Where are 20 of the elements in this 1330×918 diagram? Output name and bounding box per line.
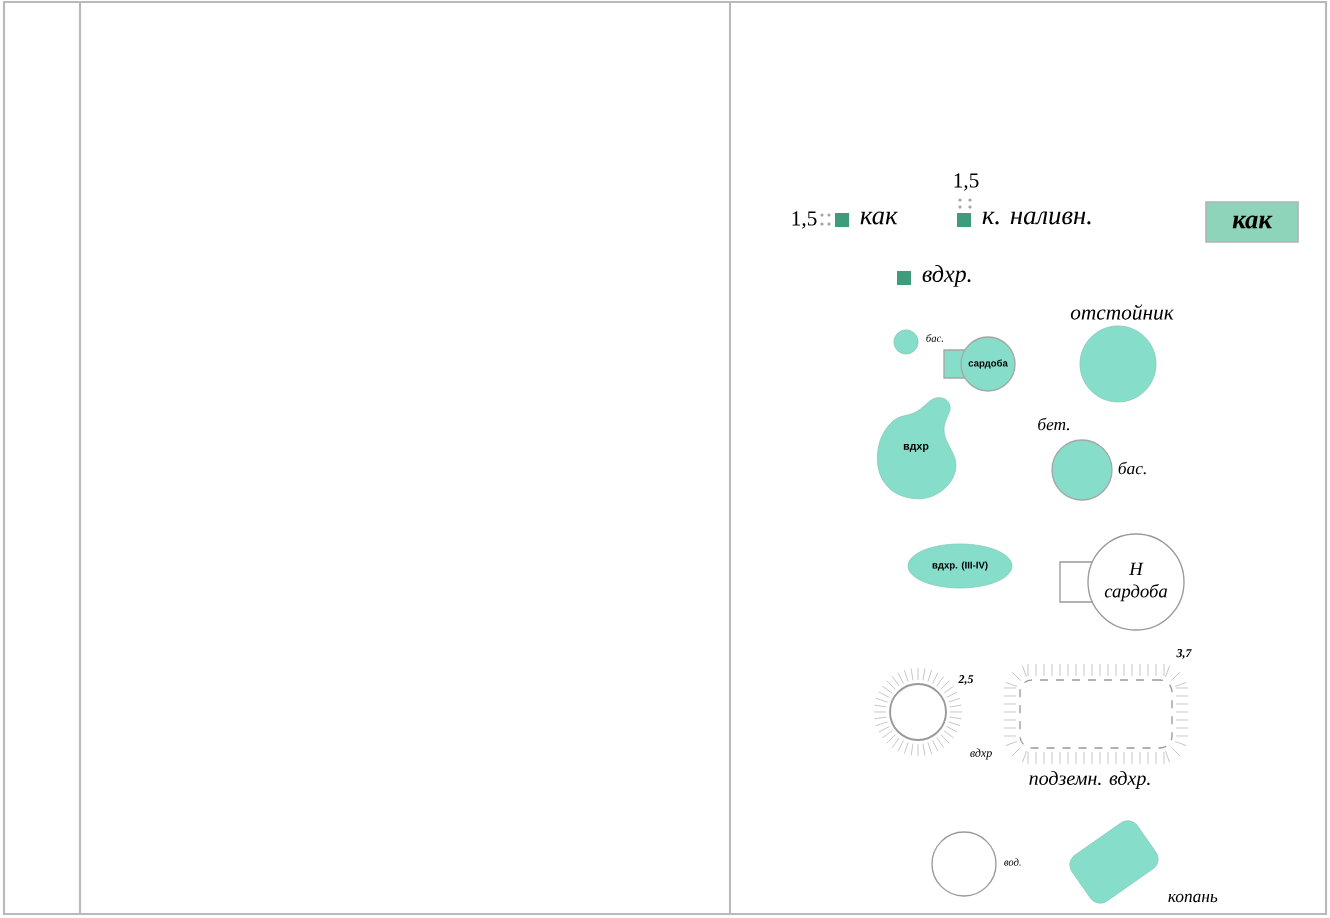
symbol-label: подземн. вдхр. [1029,770,1150,790]
square-marker [957,213,971,227]
symbol-label: отстойник [1070,304,1174,320]
dimension-label: 1,5 [954,173,979,191]
square-marker [835,213,849,227]
hatched-rectangle-symbol [1003,663,1189,765]
symbol-label: вдхр. [922,265,971,287]
symbol-label: копань [1168,893,1218,903]
label-box: как [1205,201,1299,243]
symbol-label: бас. [1118,461,1146,475]
circle-symbol [893,329,919,355]
symbol-label: к. наливн. [982,211,1091,225]
symbol-label: как [860,211,898,225]
circle-symbol [931,831,997,897]
circle-symbol [1051,439,1113,501]
dimension-label: 1,5 [792,211,817,229]
symbol-label: бет. [1038,417,1070,431]
tilted-box-symbol [1069,820,1159,904]
square-marker [897,271,911,285]
circle-symbol [1079,325,1157,403]
